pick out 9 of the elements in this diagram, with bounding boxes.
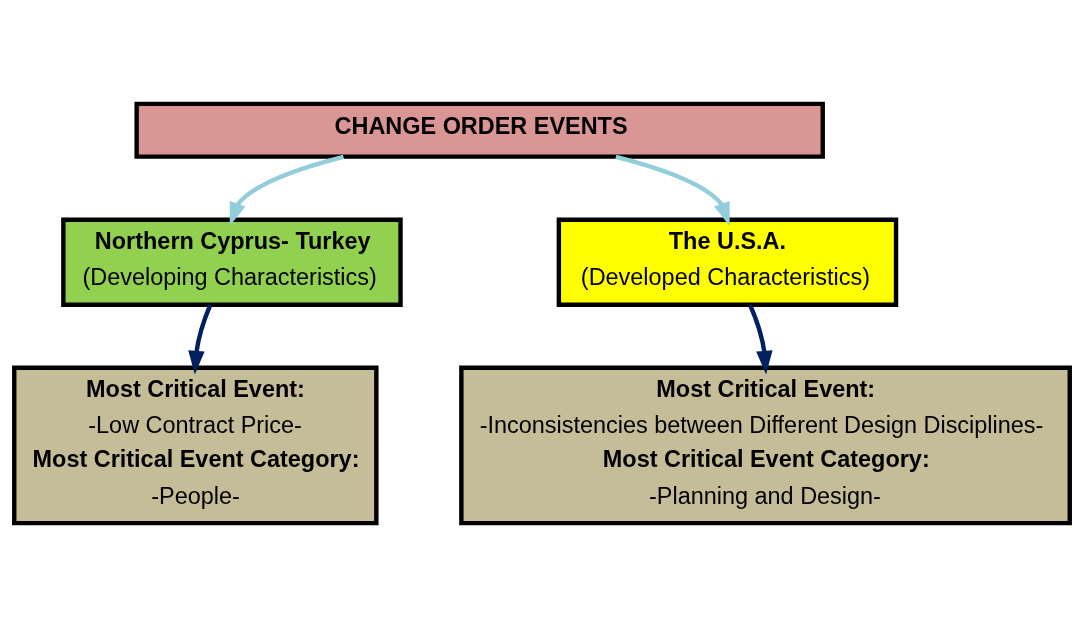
arrow (188, 303, 213, 374)
node-box: Northern Cyprus- Turkey (Developing Characteristics) (61, 217, 403, 307)
arrow (748, 303, 773, 374)
arrow (615, 154, 730, 226)
node-box: CHANGE ORDER EVENTS (134, 101, 825, 159)
node-box: Most Critical Event: -Low Contract Price- Most Critical Event Category: -People- (12, 365, 379, 525)
node-box: Most Critical Event: -Inconsistencies between Different Design Disciplines- Most Critical Event Category: -Planning and Design- (459, 365, 1072, 525)
arrow (229, 154, 345, 226)
node-box: The U.S.A. (Developed Characteristics) (556, 217, 899, 307)
